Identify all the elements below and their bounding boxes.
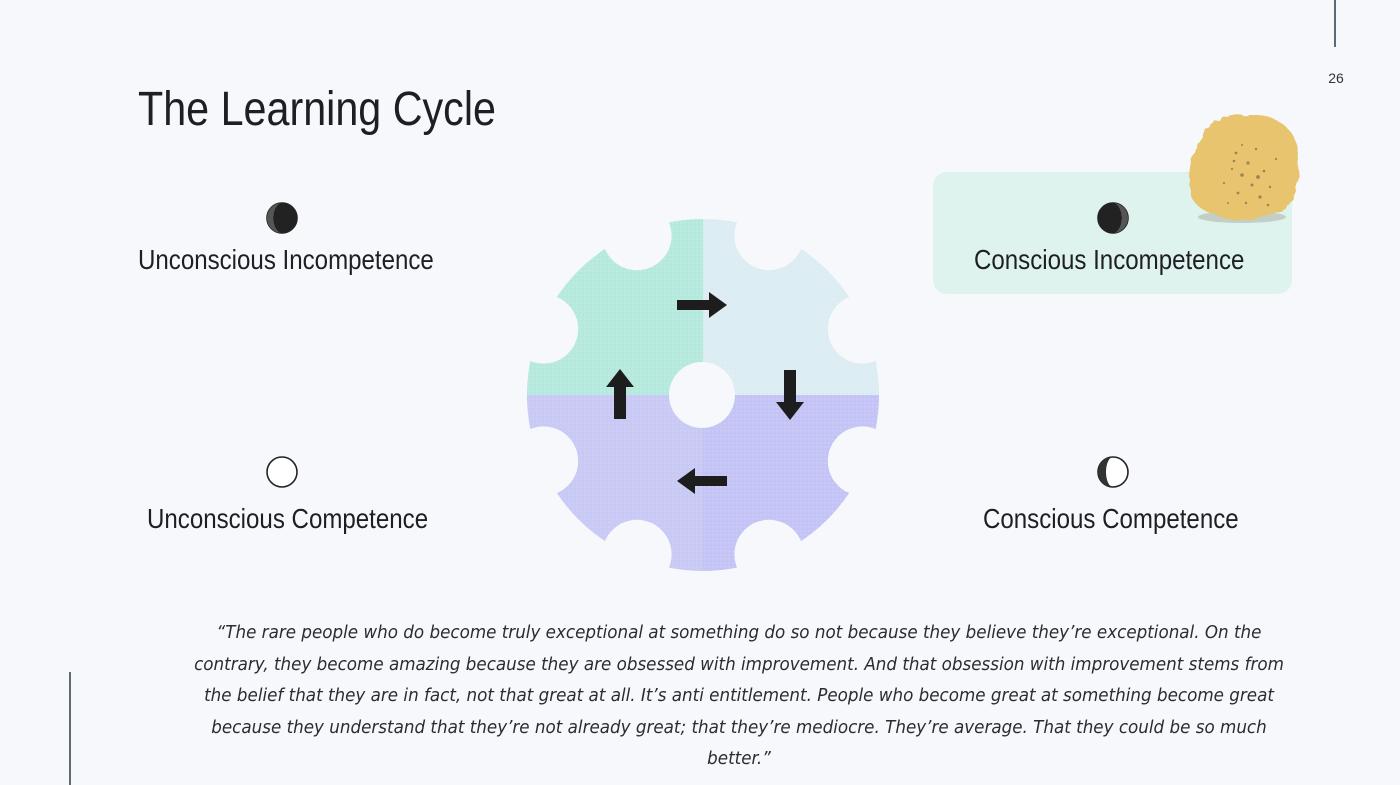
quote-text: “The rare people who do become truly exc…	[194, 622, 1284, 769]
arrow-up-icon	[606, 369, 634, 419]
center-hole	[669, 362, 735, 428]
arrow-left-icon	[677, 468, 727, 494]
slide-title: The Learning Cycle	[138, 83, 496, 136]
arrow-right-icon	[677, 292, 727, 318]
stage-label-conscious-competence: Conscious Competence	[983, 503, 1239, 534]
waning-gibbous-moon-icon	[1097, 202, 1129, 234]
stage-label-unconscious-incompetence: Unconscious Incompetence	[138, 244, 434, 275]
full-moon-icon	[266, 456, 298, 488]
stage-label-conscious-incompetence: Conscious Incompetence	[974, 244, 1245, 275]
waxing-gibbous-moon-icon	[266, 202, 298, 234]
sponge-illustration	[1189, 114, 1300, 223]
half-moon-icon	[1097, 456, 1129, 488]
bottom-accent-line	[69, 672, 71, 785]
stage-label-unconscious-competence: Unconscious Competence	[147, 503, 429, 534]
top-accent-line	[1334, 0, 1336, 47]
arrow-down-icon	[776, 370, 804, 420]
page-number: 26	[1328, 70, 1344, 86]
learning-cycle-diagram	[526, 218, 880, 572]
